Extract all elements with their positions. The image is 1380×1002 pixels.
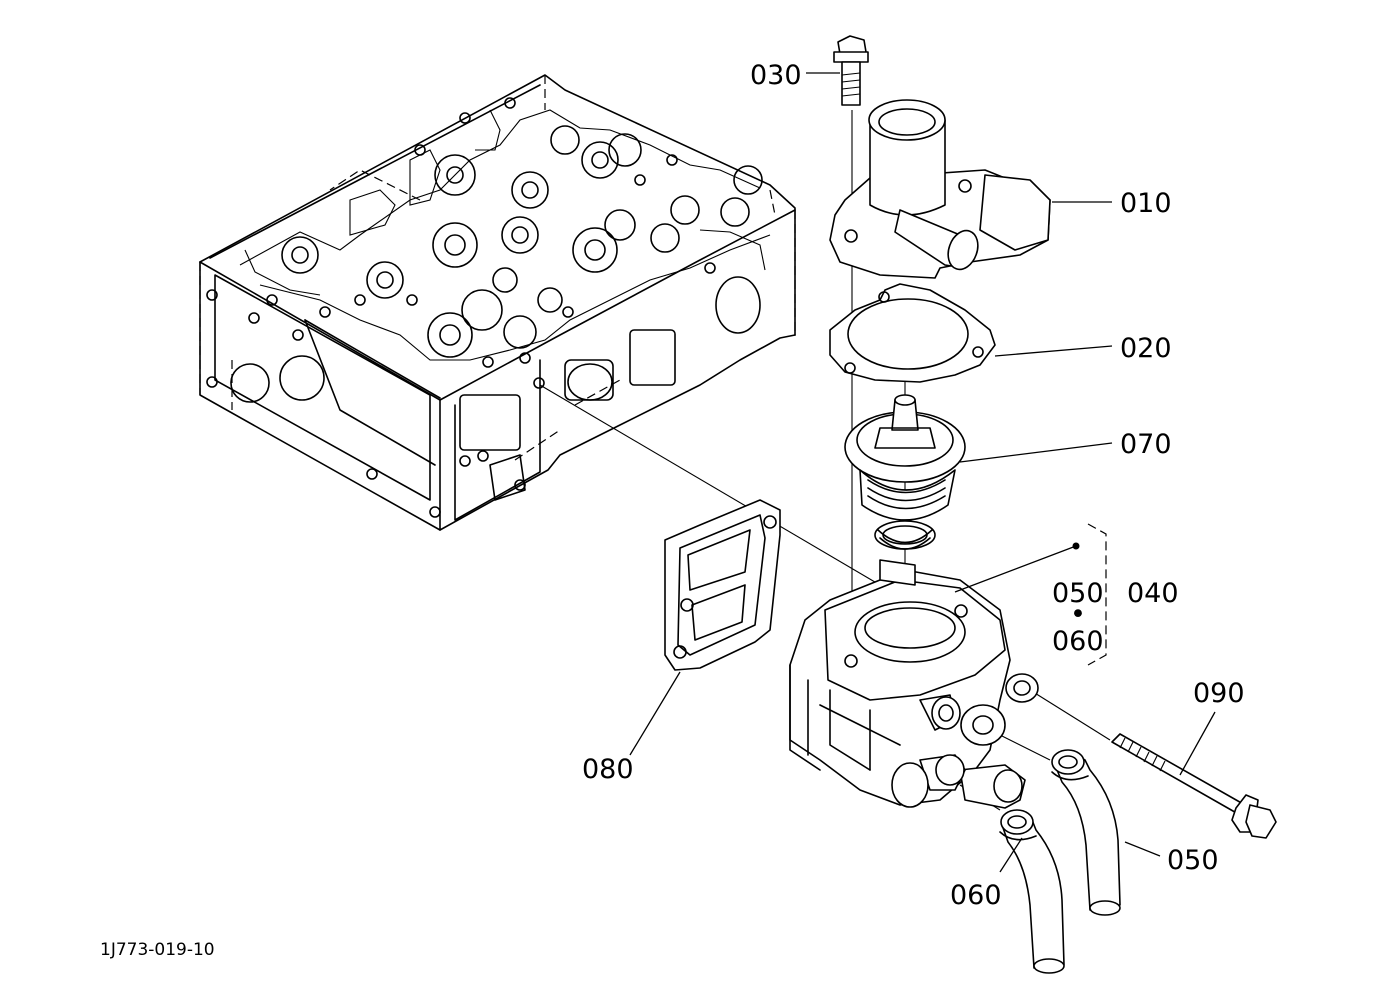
label-070: 070 xyxy=(1120,429,1172,460)
gasket-080 xyxy=(664,499,781,671)
bolt-030 xyxy=(833,35,869,106)
label-020: 020 xyxy=(1120,333,1172,364)
drawing-id: 1J773-019-10 xyxy=(100,940,215,960)
label-080: 080 xyxy=(582,754,634,785)
leader-lines xyxy=(629,72,1216,873)
label-030: 030 xyxy=(750,60,802,91)
label-010: 010 xyxy=(1120,188,1172,219)
thermostat-070 xyxy=(844,394,966,550)
bolt-090 xyxy=(1111,733,1277,839)
label-050: 050 xyxy=(1167,845,1219,876)
thermostat-cover-010 xyxy=(829,99,1051,279)
gasket-020 xyxy=(829,283,996,383)
label-060: 060 xyxy=(950,880,1002,911)
pipe-050 xyxy=(1051,749,1121,916)
thermostat-housing-040 xyxy=(789,559,1039,809)
label-kit-separator: • xyxy=(1070,599,1086,630)
label-040: 040 xyxy=(1127,578,1179,609)
pipe-060 xyxy=(999,809,1065,974)
label-090: 090 xyxy=(1193,678,1245,709)
label-060-kit: 060 xyxy=(1052,626,1104,657)
label-050-kit: 050 xyxy=(1052,578,1104,609)
cylinder-head-drawing xyxy=(199,74,796,531)
part-labels: 030 010 020 070 050 040 • 060 090 080 05… xyxy=(100,60,1245,960)
